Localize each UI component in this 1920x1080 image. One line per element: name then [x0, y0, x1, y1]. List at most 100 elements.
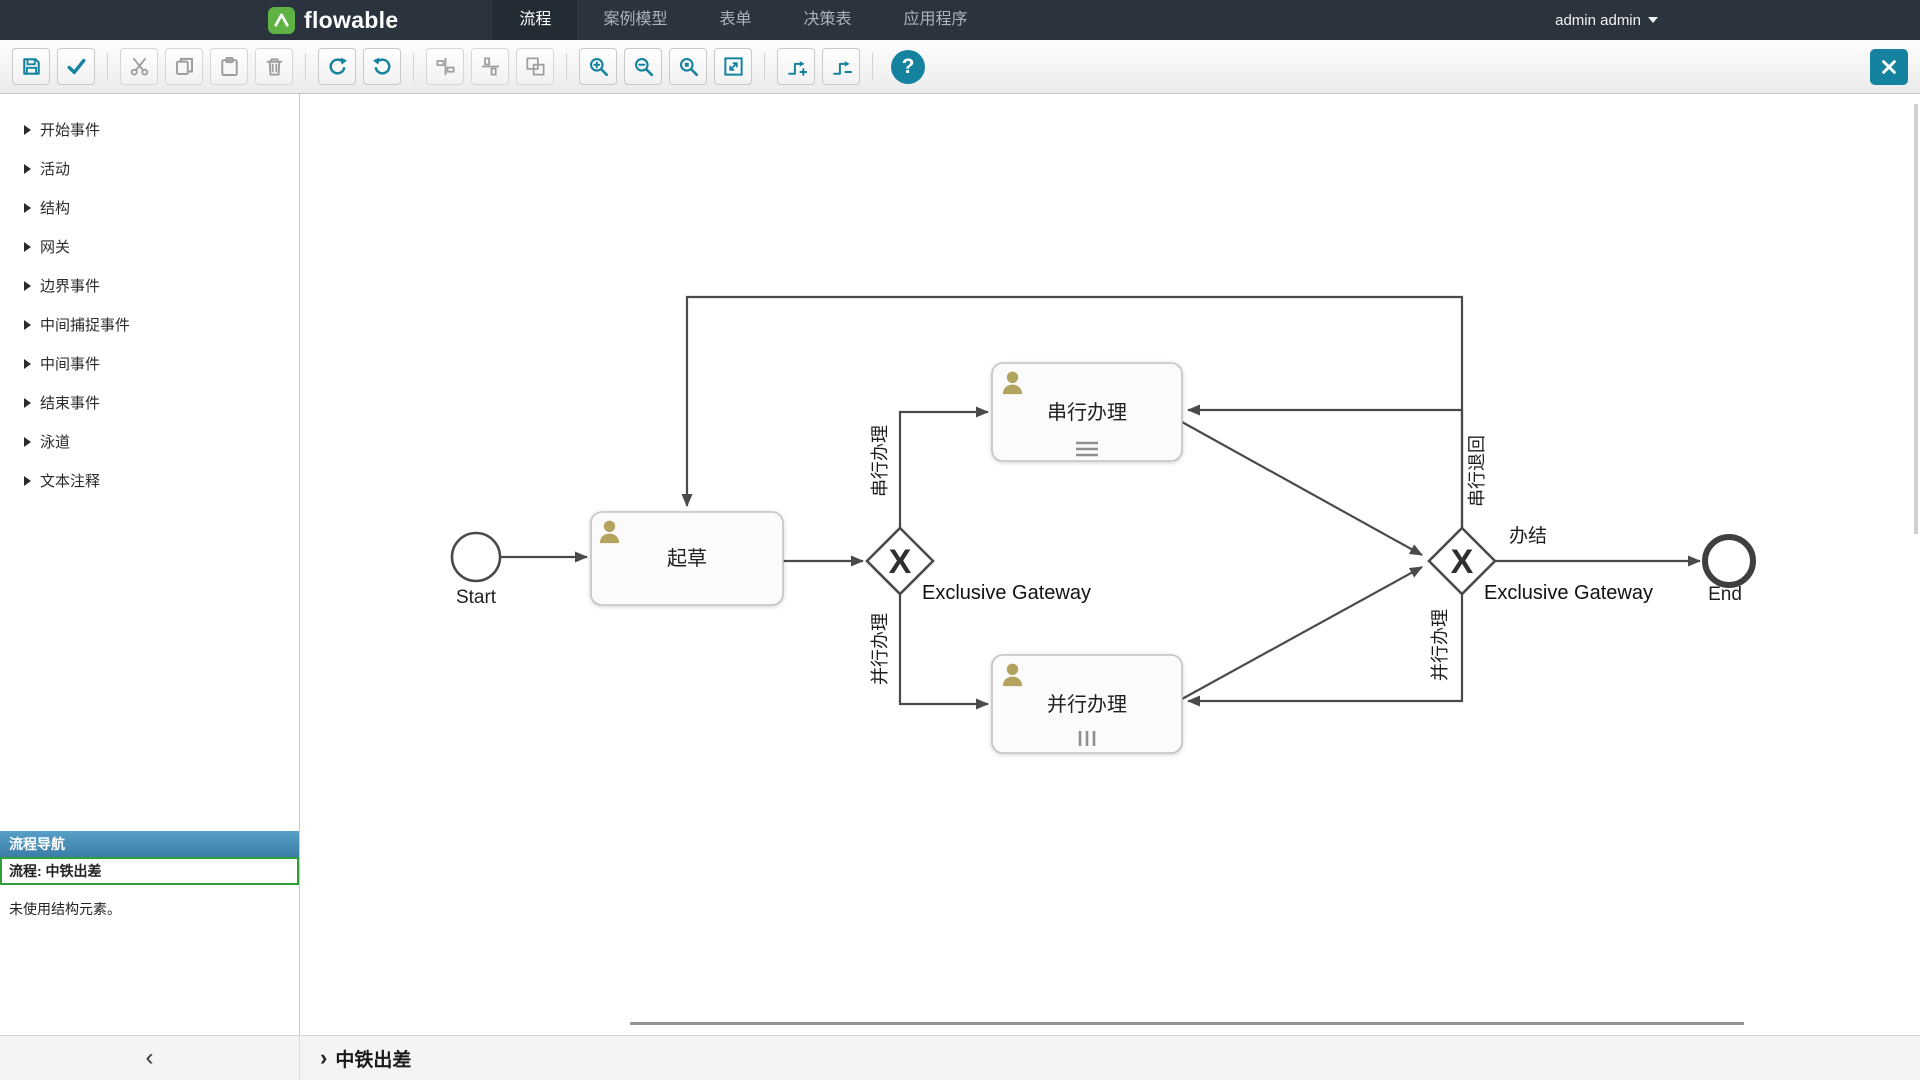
chevron-right-icon — [24, 163, 31, 174]
zoom-actual-button[interactable] — [669, 48, 707, 85]
end-event-label: End — [1708, 584, 1742, 605]
vertical-scrollbar[interactable] — [1914, 104, 1918, 534]
zoom-out-button[interactable] — [624, 48, 662, 85]
palette-group-end-events[interactable]: 结束事件 — [0, 383, 299, 422]
palette-group-activities[interactable]: 活动 — [0, 149, 299, 188]
editor-content: 开始事件 活动 结构 网关 边界事件 — [0, 94, 1920, 1035]
edge-label-finish: 办结 — [1509, 525, 1547, 547]
edge-label-to-parallel: 并行办理 — [870, 613, 890, 685]
delete-button[interactable] — [255, 48, 293, 85]
nav-item-decision-tables[interactable]: 决策表 — [803, 11, 852, 28]
nav-item-process[interactable]: 流程 — [493, 0, 578, 40]
nav-item-forms[interactable]: 表单 — [719, 11, 752, 28]
copy-icon — [175, 57, 193, 75]
task-parallel-label: 并行办理 — [1047, 693, 1127, 716]
flow-serial-return[interactable] — [1187, 404, 1464, 528]
remove-bendpoint-button[interactable] — [822, 48, 860, 85]
footer-bar: ‹ › 中铁出差 — [0, 1035, 1920, 1080]
start-event-node[interactable]: Start — [450, 531, 502, 608]
user-icon — [1002, 663, 1023, 687]
align-vertical-button[interactable] — [426, 48, 464, 85]
chevron-right-icon — [24, 475, 31, 486]
flow-serial-to-gateway2[interactable] — [1181, 421, 1423, 556]
chevron-right-icon: › — [320, 1045, 328, 1070]
task-serial[interactable]: 串行办理 — [991, 362, 1183, 462]
navigator-process-item[interactable]: 流程: 中铁出差 — [0, 857, 299, 885]
cut-icon — [130, 57, 148, 76]
navigator-note: 未使用结构元素。 — [9, 901, 121, 917]
chevron-right-icon — [24, 358, 31, 369]
align-horizontal-button[interactable] — [471, 48, 509, 85]
flow-parallel-return[interactable] — [1187, 594, 1464, 707]
redo-icon — [329, 57, 347, 75]
check-icon — [67, 58, 85, 75]
palette-group-start-events[interactable]: 开始事件 — [0, 110, 299, 149]
horizontal-scrollbar[interactable] — [630, 1022, 1744, 1025]
save-button[interactable] — [12, 48, 50, 85]
close-editor-button[interactable] — [1870, 48, 1908, 85]
nav-item-case-models[interactable]: 案例模型 — [603, 11, 668, 28]
undo-button[interactable] — [363, 48, 401, 85]
palette-group-structure[interactable]: 结构 — [0, 188, 299, 227]
zoom-fit-button[interactable] — [714, 48, 752, 85]
process-name[interactable]: 中铁出差 — [335, 1049, 412, 1071]
chevron-right-icon — [24, 241, 31, 252]
exclusive-gateway-1[interactable]: X Exclusive Gateway — [865, 526, 1091, 604]
close-icon — [1882, 59, 1896, 74]
trash-icon — [266, 58, 282, 76]
diagram-canvas[interactable]: 串行办理 并行办理 串行退回 并行办理 办结 Start 起草 — [300, 94, 1920, 1035]
toolbar-divider — [872, 52, 873, 81]
footer-process-section: › 中铁出差 — [300, 1036, 411, 1080]
same-size-button[interactable] — [516, 48, 554, 85]
help-icon: ? — [901, 54, 915, 78]
add-bendpoint-button[interactable] — [777, 48, 815, 85]
align-vertical-icon — [436, 57, 454, 76]
paste-button[interactable] — [210, 48, 248, 85]
user-name: admin admin — [1555, 11, 1641, 29]
copy-button[interactable] — [165, 48, 203, 85]
align-horizontal-icon — [481, 57, 499, 76]
navbar: flowable 流程 案例模型 表单 决策表 应用程序 admin admin — [0, 0, 1920, 40]
exclusive-gateway-2[interactable]: X Exclusive Gateway — [1427, 526, 1653, 604]
flow-gateway1-to-parallel[interactable] — [898, 594, 989, 710]
task-draft-label: 起草 — [667, 547, 707, 570]
zoom-in-button[interactable] — [579, 48, 617, 85]
user-menu[interactable]: admin admin — [1555, 12, 1658, 29]
palette-sidebar: 开始事件 活动 结构 网关 边界事件 — [0, 94, 300, 1035]
flow-parallel-to-gateway2[interactable] — [1181, 566, 1423, 700]
help-button[interactable]: ? — [891, 49, 925, 84]
paste-icon — [220, 57, 238, 77]
flow-gateway1-to-serial[interactable] — [898, 406, 989, 528]
task-parallel[interactable]: 并行办理 — [991, 654, 1183, 754]
flow-return-to-draft[interactable] — [681, 295, 1464, 528]
toolbar-divider — [566, 52, 567, 81]
gateway-symbol: X — [889, 543, 912, 581]
add-bendpoint-icon — [787, 61, 807, 76]
palette-group-gateways[interactable]: 网关 — [0, 227, 299, 266]
palette-group-text-annotation[interactable]: 文本注释 — [0, 461, 299, 500]
redo-button[interactable] — [318, 48, 356, 85]
user-icon — [599, 520, 620, 544]
palette-group-intermediate-catching-events[interactable]: 中间捕捉事件 — [0, 305, 299, 344]
validate-button[interactable] — [57, 48, 95, 85]
cut-button[interactable] — [120, 48, 158, 85]
palette-group-intermediate-events[interactable]: 中间事件 — [0, 344, 299, 383]
brand-logo[interactable]: flowable — [268, 6, 398, 34]
collapse-sidebar-button[interactable]: ‹ — [145, 1044, 154, 1071]
navigator-title: 流程导航 — [0, 831, 299, 857]
end-event-node[interactable]: End — [1702, 534, 1756, 605]
toolbar-divider — [764, 52, 765, 81]
edge-label-serial-return: 串行退回 — [1467, 435, 1487, 507]
toolbar-divider — [107, 52, 108, 81]
start-event-label: Start — [456, 587, 497, 608]
palette-group-boundary-events[interactable]: 边界事件 — [0, 266, 299, 305]
edge-label-parallel-return: 并行办理 — [1430, 609, 1450, 681]
task-draft[interactable]: 起草 — [590, 511, 784, 606]
toolbar-divider — [305, 52, 306, 81]
save-icon — [22, 58, 40, 75]
chevron-right-icon — [24, 124, 31, 135]
undo-icon — [372, 57, 390, 75]
palette-group-swimlanes[interactable]: 泳道 — [0, 422, 299, 461]
nav-item-apps[interactable]: 应用程序 — [903, 11, 968, 28]
